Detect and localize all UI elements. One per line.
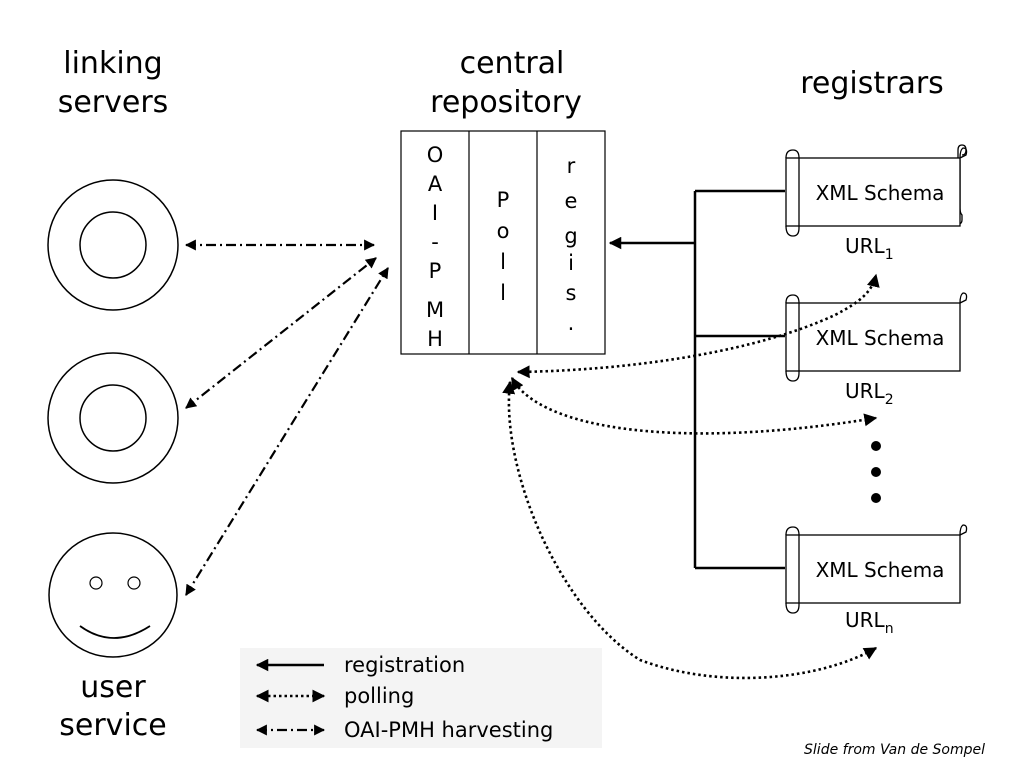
- slide-credit: Slide from Van de Sompel: [804, 742, 985, 758]
- registrar-2-schema-label: XML Schema: [816, 326, 945, 350]
- oai-letter: H: [427, 327, 443, 351]
- poll-letter: P: [497, 188, 510, 212]
- registrar-2-url: URL2: [845, 379, 894, 408]
- oai-letter: I: [432, 201, 438, 225]
- heading-linking-servers: linking servers: [58, 46, 169, 120]
- regis-letter: e: [565, 189, 578, 213]
- repo-column-oai-pmh: O A I - P M H: [426, 143, 444, 351]
- oai-letter: A: [428, 172, 443, 196]
- legend-polling-label: polling: [344, 684, 414, 708]
- registrar-3-schema-label: XML Schema: [816, 558, 945, 582]
- heading-registrars: registrars: [800, 66, 944, 101]
- heading-user-service: user service: [59, 670, 166, 743]
- poll-letter: l: [500, 281, 506, 305]
- regis-letter: s: [566, 281, 577, 305]
- oai-letter: -: [431, 230, 439, 254]
- heading-linking-servers-line2: servers: [58, 85, 169, 120]
- registrar-scroll-2: XML Schema: [785, 292, 968, 382]
- repo-column-poll: P o l l: [497, 188, 510, 305]
- heading-linking-servers-line1: linking: [63, 46, 162, 81]
- poll-letter: o: [497, 219, 510, 243]
- registration-connectors: [608, 189, 785, 570]
- polling-arrows: [502, 273, 880, 680]
- legend-harvesting-label: OAI-PMH harvesting: [344, 718, 553, 742]
- oai-letter: O: [427, 143, 444, 167]
- legend-registration-label: registration: [344, 653, 465, 677]
- registrar-1-url: URL1: [845, 234, 894, 263]
- regis-letter: .: [568, 311, 575, 335]
- heading-central-repository-line1: central: [460, 46, 565, 81]
- heading-central-repository: central repository: [430, 46, 582, 120]
- linking-server-1-icon: [47, 179, 179, 311]
- oai-letter: P: [429, 259, 442, 283]
- registrar-ellipsis: [871, 441, 881, 503]
- regis-letter: i: [568, 251, 574, 275]
- regis-letter: g: [564, 224, 577, 248]
- registrar-scroll-1: XML Schema: [785, 144, 968, 237]
- oai-letter: M: [426, 298, 444, 322]
- linking-server-2-icon: [47, 352, 179, 484]
- registrar-3-url: URLn: [845, 608, 894, 637]
- harvesting-arrows: [184, 239, 389, 596]
- registrar-1-schema-label: XML Schema: [816, 181, 945, 205]
- legend: registration polling OAI-PMH harvesting: [240, 648, 602, 748]
- regis-letter: r: [567, 154, 576, 178]
- user-service-face-icon: [48, 532, 178, 658]
- heading-user-service-line1: user: [80, 670, 146, 705]
- registrar-scroll-3: XML Schema: [785, 524, 968, 614]
- poll-letter: l: [500, 250, 506, 274]
- heading-user-service-line2: service: [59, 708, 166, 743]
- heading-central-repository-line2: repository: [430, 85, 582, 120]
